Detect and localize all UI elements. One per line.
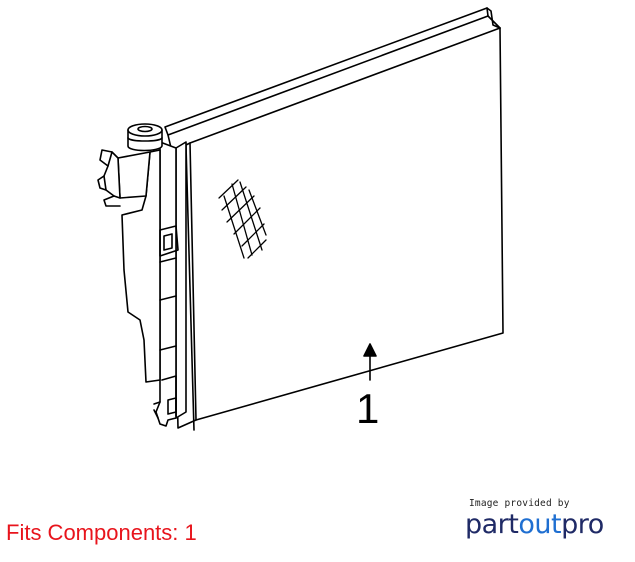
radiator-core-icon xyxy=(164,7,504,431)
mesh-detail-icon xyxy=(218,179,267,259)
partoutpro-branding: Image provided by partoutpro xyxy=(465,498,615,541)
image-credit-caption: Image provided by xyxy=(469,498,570,509)
side-tank-icon xyxy=(97,141,187,427)
logo-pro: pro xyxy=(561,509,604,540)
callout-arrow-icon xyxy=(363,343,377,381)
partoutpro-logo: partoutpro xyxy=(465,509,615,541)
callout-number: 1 xyxy=(356,385,380,432)
filler-cap-icon xyxy=(127,123,163,152)
radiator-diagram xyxy=(97,7,504,431)
logo-part: part xyxy=(465,509,519,540)
logo-out: out xyxy=(518,509,562,540)
fits-components-label: Fits Components: 1 xyxy=(6,520,197,545)
